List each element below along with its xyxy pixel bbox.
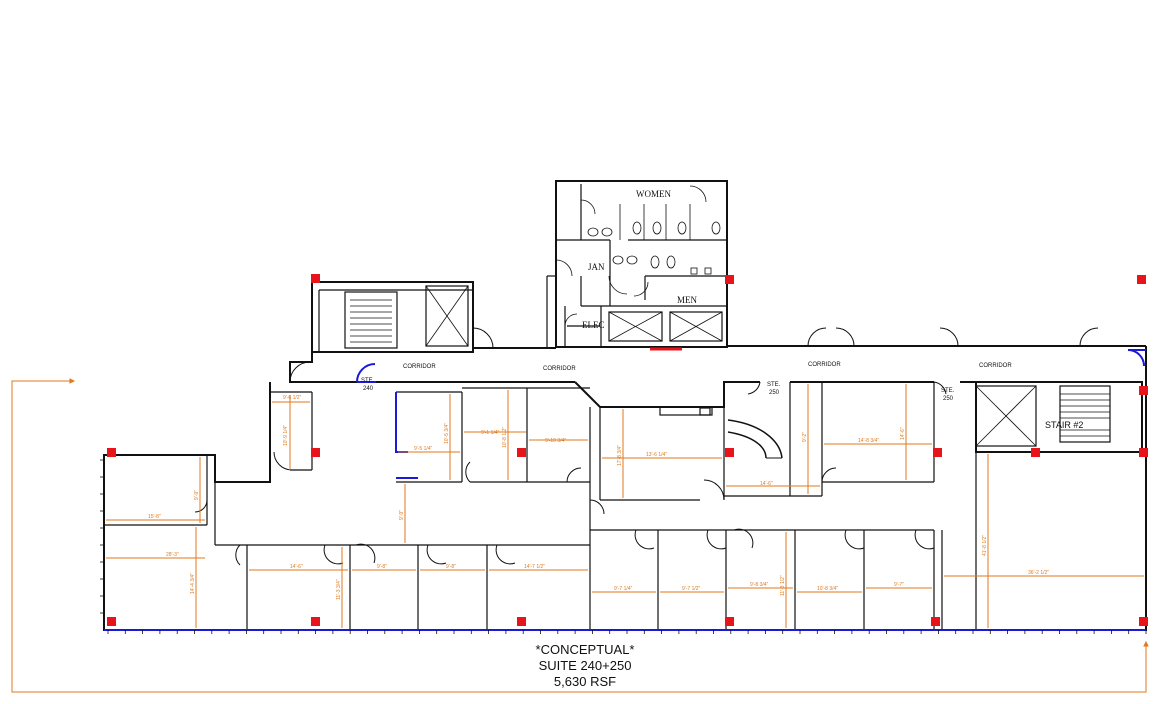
dim: 14'-8 3/4" [858,438,879,444]
dim: 9'-10 3/4" [545,438,566,444]
suite-label: 250 [769,390,780,396]
dim: 9'-9" [399,510,405,520]
corridor-label: CORRIDOR [543,366,576,372]
dim: 10'-5 3/4" [444,423,450,444]
partitions [104,382,977,630]
dim: 15'-8" [148,514,161,520]
caption-suite: SUITE 240+250 [538,658,632,673]
dim: 14'-4 3/4" [190,573,196,594]
dim: 11'-3 1/2" [780,575,786,596]
dim: 9'-8" [377,564,387,570]
dim: 13'-6 1/4" [646,452,667,458]
dimension-labels: 9'-6 1/2" 10'-9 1/4" 9'-5 1/4" 10'-5 3/4… [148,395,1049,600]
structural-columns [107,274,1148,626]
dim: 9'-5 1/4" [414,446,433,452]
caption-conceptual: *CONCEPTUAL* [535,642,635,657]
men-label: MEN [677,295,698,305]
corridor-label: CORRIDOR [979,363,1012,369]
dimension-outline [11,378,1149,693]
door-swings [194,327,1099,566]
corridor-label: CORRIDOR [403,364,436,370]
dim: 14'-6" [290,564,303,570]
dim: 9'-8" [446,564,456,570]
dim: 9'-1 1/4" [481,430,500,436]
dim: 41'-8 1/2" [982,535,988,556]
dim: 9'-9" [194,490,200,500]
dim: 28'-3" [166,552,179,558]
dim: 10'-9 1/4" [283,425,289,446]
caption-area: 5,630 RSF [553,674,617,689]
stair-label: STAIR #2 [1045,420,1083,430]
dim: 14'-7 1/2" [524,564,545,570]
suite-label: STE. [941,388,955,394]
dim: 36'-2 1/2" [1028,570,1049,576]
dimension-lines [106,384,1144,628]
stair-block-left [311,281,474,353]
suite-label: 250 [943,396,954,402]
room-labels: CORRIDOR CORRIDOR CORRIDOR CORRIDOR STE.… [361,362,1012,402]
suite-label: 240 [363,386,374,392]
corridor-label: CORRIDOR [808,362,841,368]
dim: 14'-6" [760,481,773,487]
dim: 9'-6 1/2" [283,395,302,401]
jan-label: JAN [588,262,605,272]
dim: 9'-7 1/4" [614,586,633,592]
dim: 9'-7" [894,582,904,588]
dim: 17'-8 3/4" [617,445,623,466]
suite-label: STE. [767,382,781,388]
dim: 9'-2" [802,432,808,442]
dim: 14'-6" [900,427,906,440]
dim: 11'-3 3/4" [336,579,342,600]
elec-label: ELEC [582,320,605,330]
window-mullions [100,459,1147,634]
dim: 10'-8 3/4" [817,586,838,592]
suite-label: STE. [361,378,375,384]
women-label: WOMEN [636,189,671,199]
dim: 9'-7 1/2" [682,586,701,592]
dim: 10'-8 1/2" [502,427,508,448]
restroom-core: WOMEN MEN JAN ELEC [546,180,728,351]
dim: 9'-8 3/4" [750,582,769,588]
